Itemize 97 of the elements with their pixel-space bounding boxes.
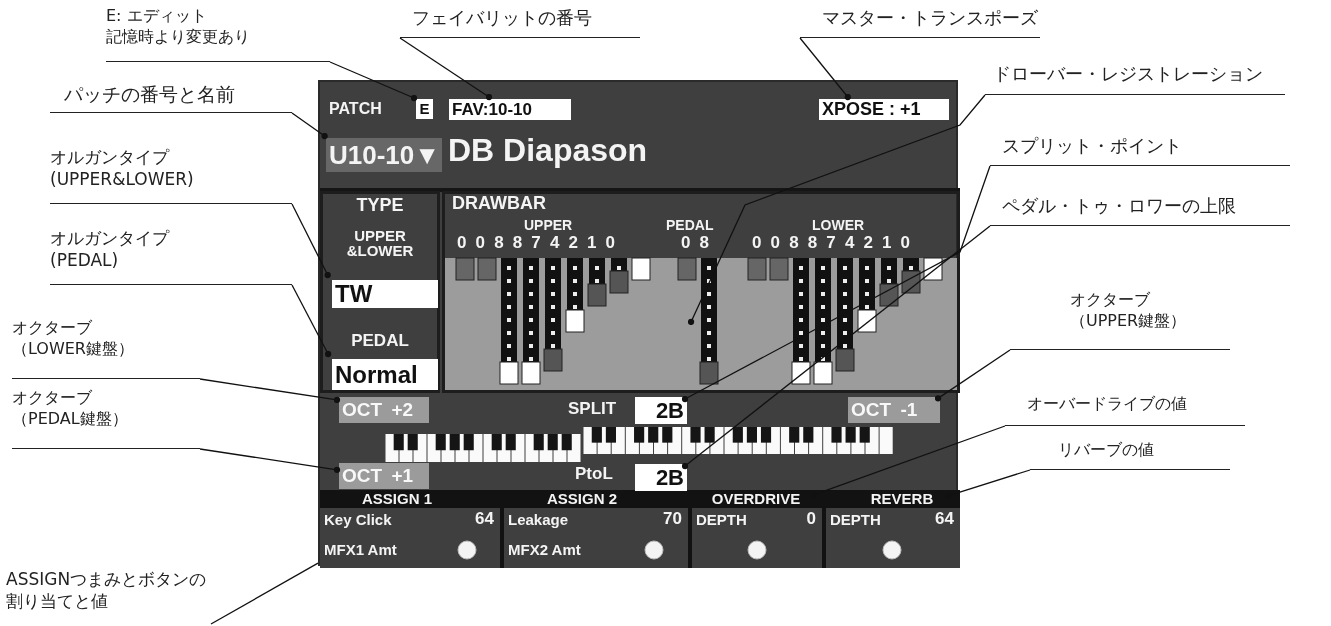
value-display — [635, 464, 687, 491]
panel-text: PEDAL — [350, 332, 410, 349]
screen-label: SPLIT — [568, 400, 617, 419]
display-text: OCT +2 — [342, 398, 414, 422]
panel-text: 0 8 — [681, 234, 712, 251]
callout-underline — [990, 194, 1290, 226]
parameter-text: DEPTH — [696, 511, 747, 528]
callout-underline — [1030, 440, 1230, 470]
panel-text: PEDAL — [666, 218, 714, 232]
leader-line — [399, 37, 493, 101]
screen-label: ASSIGN 1 — [362, 491, 433, 508]
leader-line — [681, 165, 991, 403]
callout-text: オクターブ（UPPER鍵盤） — [1069, 290, 1188, 332]
parameter-cell — [320, 508, 500, 568]
callout-text: マスター・トランスポーズ — [821, 6, 1039, 30]
panel-text: UPPER — [524, 218, 573, 232]
leader-line — [681, 225, 991, 470]
value-display — [332, 359, 438, 390]
section-heading: OVERDRIVE — [697, 490, 815, 507]
panel-text: DRAWBAR — [452, 194, 546, 212]
callout-underline — [50, 146, 292, 204]
callout-text: ドローバー・レジストレーション — [992, 62, 1264, 86]
leader-line — [291, 112, 328, 140]
callout-text: オーバードライブの値 — [1026, 394, 1188, 415]
parameter-text: 64 — [475, 509, 494, 529]
callout-text: 記憶時より変更あり — [106, 26, 251, 48]
leader-line — [291, 203, 331, 279]
screen-label: PtoL — [575, 465, 613, 484]
leader-line — [199, 378, 341, 404]
parameter-text: Key Click — [324, 511, 392, 528]
display-text: TW — [335, 280, 373, 308]
value-display — [819, 99, 949, 120]
leader-line — [329, 61, 418, 102]
lcd-screen — [318, 80, 958, 566]
display-text: XPOSE : +1 — [822, 99, 921, 120]
parameter-text: MFX2 Amt — [508, 541, 581, 558]
octave-display — [339, 397, 429, 423]
callout-text: オクターブ（LOWER鍵盤） — [12, 318, 135, 360]
callout-text: スプリット・ポイント — [1001, 134, 1183, 158]
callout-underline — [12, 388, 200, 449]
callout-text: フェイバリットの番号 — [411, 6, 593, 30]
leader-line — [210, 562, 319, 625]
octave-display — [848, 397, 940, 423]
callout-text: オルガンタイプ (PEDAL) — [50, 227, 171, 272]
callout-text: ASSIGNつまみとボタンの割り当てと値 — [6, 568, 208, 613]
display-text: 2B — [655, 397, 684, 424]
leader-line — [199, 448, 341, 473]
parameter-text: 64 — [935, 509, 954, 529]
parameter-text: MFX1 Amt — [324, 541, 397, 558]
display-text: E — [418, 99, 431, 119]
drawbar-panel — [442, 191, 960, 393]
value-display — [635, 397, 687, 424]
screen-label: ASSIGN 2 — [547, 491, 618, 508]
display-text: OCT +1 — [342, 464, 414, 488]
callout-underline — [400, 6, 640, 38]
panel-text: TYPE — [355, 196, 405, 214]
display-text: OCT -1 — [851, 398, 918, 422]
callout-underline — [1005, 394, 1245, 426]
parameter-text: Leakage — [508, 511, 569, 528]
callout-underline — [1010, 290, 1230, 350]
callout-text: ペダル・トゥ・ロワーの上限 — [1001, 194, 1237, 218]
callout-underline — [50, 227, 292, 285]
parameter-text: DEPTH — [830, 511, 881, 528]
section-heading: REVERB — [854, 490, 950, 507]
octave-display — [339, 463, 429, 489]
parameter-text: 0 — [806, 509, 816, 529]
callout-underline — [800, 6, 1040, 38]
callout-underline — [50, 82, 292, 113]
leader-line — [687, 94, 986, 326]
callout-underline — [990, 134, 1290, 166]
callout-underline — [106, 6, 330, 62]
value-display — [332, 280, 438, 308]
parameter-cell — [504, 508, 688, 568]
leader-line — [291, 284, 332, 358]
display-text: Normal — [335, 360, 418, 390]
callout-text: E: エディット — [106, 6, 208, 27]
display-text: 2B — [655, 464, 684, 491]
callout-text: リバーブの値 — [1057, 440, 1155, 461]
panel-text: LOWER — [812, 218, 865, 232]
value-display — [449, 99, 571, 120]
parameter-cell — [826, 508, 960, 568]
leader-line — [934, 349, 1011, 402]
callout-text: オルガンタイプ (UPPER&LOWER) — [50, 146, 195, 191]
panel-text: 0 0 8 8 7 4 2 1 0 — [752, 234, 913, 251]
leader-line — [799, 37, 851, 101]
display-text: FAV:10-10 — [452, 99, 532, 120]
panel-text: 0 0 8 8 7 4 2 1 0 — [457, 234, 618, 251]
callout-text: オクターブ（PEDAL鍵盤） — [12, 388, 129, 430]
parameter-cell — [692, 508, 822, 568]
screen-label: DB Diapason — [448, 133, 648, 169]
type-panel — [320, 191, 440, 393]
panel-text: UPPER &LOWER — [345, 228, 415, 258]
display-text: U10-10▼ — [329, 139, 440, 172]
callout-text: パッチの番号と名前 — [63, 82, 236, 107]
callout-underline — [12, 318, 200, 379]
parameter-text: 70 — [663, 509, 682, 529]
screen-label: PATCH — [329, 100, 382, 118]
